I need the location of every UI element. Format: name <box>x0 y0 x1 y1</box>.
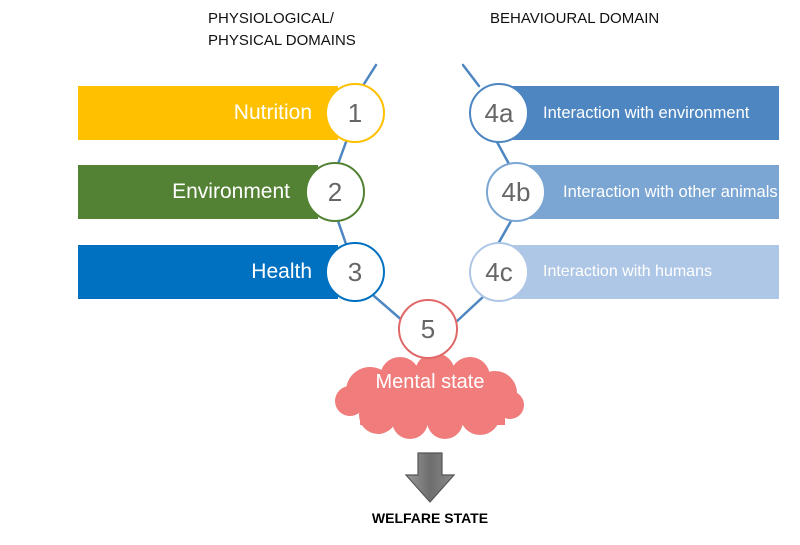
connector-top-left <box>362 63 378 86</box>
domain-number-1: 1 <box>325 83 385 143</box>
interaction-humans-label: Interaction with humans <box>543 263 712 280</box>
environment-bar: Environment <box>78 165 318 219</box>
mental-state-cloud <box>335 355 524 439</box>
interaction-animals-bar: Interaction with other animals <box>515 165 779 219</box>
connector-4c-5 <box>454 294 486 324</box>
domain-number-2: 2 <box>305 162 365 222</box>
domain-number-4c: 4c <box>469 242 529 302</box>
domain-number-4b: 4b <box>486 162 546 222</box>
environment-label: Environment <box>172 180 290 203</box>
interaction-animals-label: Interaction with other animals <box>563 183 778 201</box>
domain-number-5: 5 <box>398 299 458 359</box>
domain-number-3: 3 <box>325 242 385 302</box>
nutrition-bar: Nutrition <box>78 86 338 140</box>
down-arrow-icon <box>404 452 456 503</box>
nutrition-label: Nutrition <box>233 101 312 124</box>
behavioural-domain-header: BEHAVIOURAL DOMAIN <box>490 10 660 27</box>
connector-2-3 <box>336 219 348 246</box>
interaction-humans-bar: Interaction with humans <box>500 245 779 299</box>
domain-number-4a: 4a <box>469 83 529 143</box>
health-bar: Health <box>78 245 338 299</box>
connector-4a-4b <box>495 140 511 166</box>
welfare-state-label: WELFARE STATE <box>371 510 489 526</box>
connector-top-right <box>461 63 481 88</box>
physical-domains-header: PHYSIOLOGICAL/ PHYSICAL DOMAINS <box>208 10 356 49</box>
connector-4b-4c <box>496 219 513 246</box>
connector-1-2 <box>336 140 348 166</box>
interaction-environment-label: Interaction with environment <box>543 104 750 122</box>
health-label: Health <box>251 260 312 283</box>
interaction-environment-bar: Interaction with environment <box>500 86 779 140</box>
mental-state-label: Mental state <box>375 371 485 393</box>
